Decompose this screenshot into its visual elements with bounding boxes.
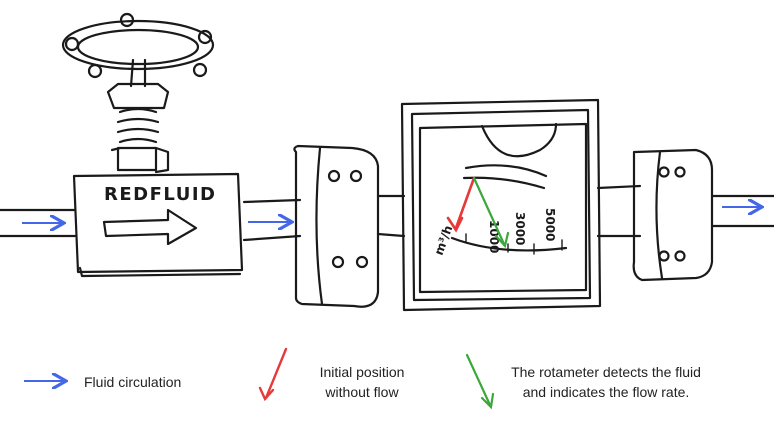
green-needle-icon	[472, 176, 506, 246]
valve-direction-arrow	[102, 208, 198, 246]
scale-label-1000: 1000	[487, 220, 501, 253]
rotameter-housing	[400, 98, 602, 312]
pipe-right	[596, 184, 774, 238]
valve-label: REDFLUID	[104, 184, 216, 205]
unit-label: m³/h	[432, 223, 456, 257]
legend-red-needle-icon	[258, 347, 288, 402]
pipe-left	[0, 208, 77, 238]
rotameter-dial: 1000 3000 5000 m³/h	[432, 122, 568, 257]
legend-initial-position: Initial position without flow	[292, 362, 432, 402]
legend-fluid-circulation: Fluid circulation	[84, 374, 182, 390]
legend-rotameter-line1: The rotameter detects the fluid	[511, 364, 701, 380]
valve-body: REDFLUID	[72, 172, 244, 278]
flange-left	[293, 144, 406, 308]
scale-label-3000: 3000	[513, 212, 527, 245]
legend-initial-position-line2: without flow	[325, 384, 399, 400]
legend-initial-position-line1: Initial position	[319, 364, 405, 380]
legend-rotameter-description: The rotameter detects the fluid and indi…	[488, 362, 724, 402]
red-needle-icon	[454, 176, 476, 230]
pipe-middle	[242, 198, 302, 242]
scale-label-5000: 5000	[543, 208, 557, 241]
legend-green-needle-icon	[465, 353, 495, 410]
handwheel	[61, 12, 215, 88]
legend-rotameter-line2: and indicates the flow rate.	[522, 384, 690, 400]
flange-right	[632, 148, 714, 282]
valve-bonnet	[106, 82, 170, 174]
